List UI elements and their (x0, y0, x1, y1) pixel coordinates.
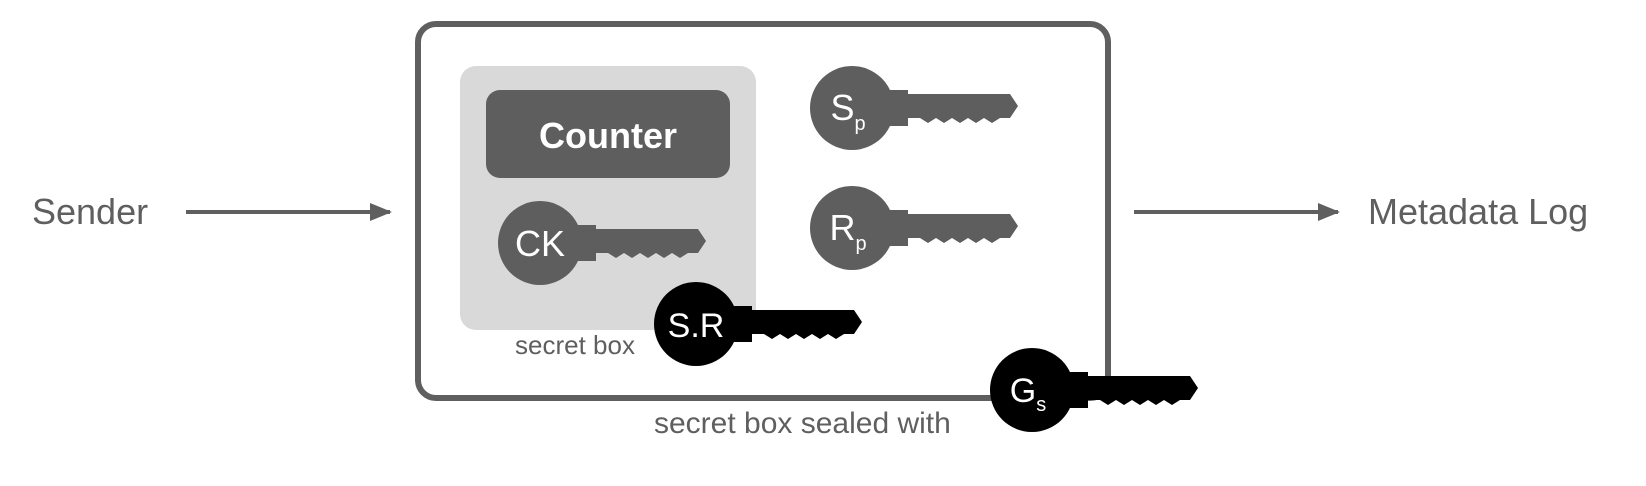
counter-block (486, 90, 730, 178)
counter-label: Counter (539, 115, 677, 156)
sender-label: Sender (32, 191, 148, 232)
metadata-log-label: Metadata Log (1368, 191, 1588, 232)
key-icon (498, 201, 706, 285)
key-blade (878, 90, 1018, 126)
secret-box-caption: secret box (515, 330, 635, 360)
key-blade (878, 210, 1018, 246)
rp-key: Rp (810, 186, 1018, 270)
key-blade (1058, 372, 1198, 408)
sr-key: S.R (654, 282, 862, 366)
key-blade (722, 306, 862, 342)
gs-key: Gs (990, 348, 1198, 432)
ck-key-label: CK (515, 223, 565, 264)
key-icon (810, 186, 1018, 270)
sealed-box (415, 21, 1111, 401)
sealed-box-caption: secret box sealed with (654, 407, 951, 440)
key-bow (654, 282, 738, 366)
key-bow (990, 348, 1074, 432)
ck-key: CK (498, 201, 706, 285)
key-blade (566, 225, 706, 261)
gs-key-label: Gs (1010, 372, 1046, 416)
key-bow (810, 66, 894, 150)
sp-key-label: Sp (830, 87, 865, 135)
key-icon (990, 348, 1198, 432)
key-icon (654, 282, 862, 366)
rp-key-label: Rp (829, 207, 866, 255)
sp-key: Sp (810, 66, 1018, 150)
key-bow (498, 201, 582, 285)
key-icon (810, 66, 1018, 150)
key-bow (810, 186, 894, 270)
sr-key-label: S.R (668, 307, 725, 345)
